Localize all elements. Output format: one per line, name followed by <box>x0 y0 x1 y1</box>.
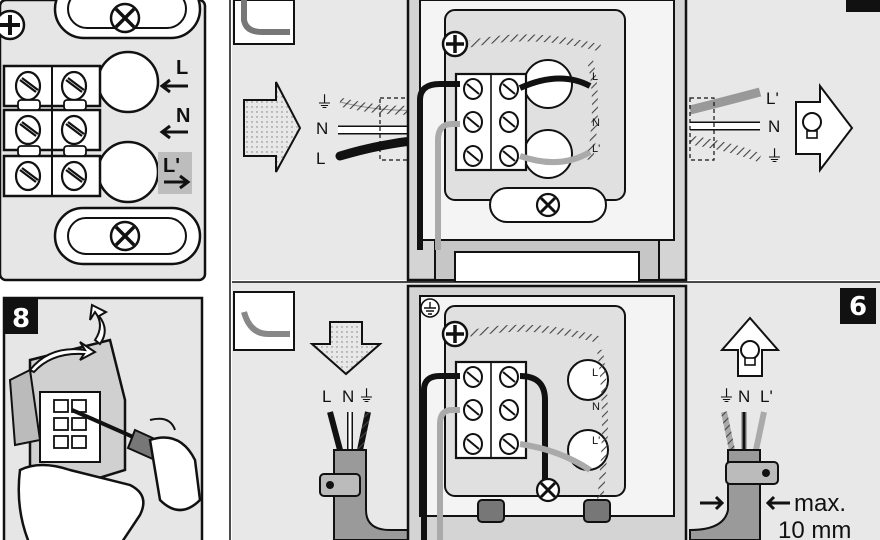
output-label-earth: ⏚ <box>718 387 735 406</box>
input-label-earth: ⏚ <box>358 387 375 406</box>
screw-icon <box>109 220 141 252</box>
step-6-panel: 6 L N ⏚ ⏚ N L' <box>232 281 880 540</box>
terminal-block <box>2 64 102 198</box>
max-value: 10 mm <box>778 517 851 540</box>
max-dimension-indicator: max. 10 mm <box>700 490 851 540</box>
terminal-label-l: L <box>176 57 188 79</box>
svg-text:6: 6 <box>849 292 867 322</box>
output-label-earth: ⏚ <box>766 147 783 166</box>
wire-label-n: N <box>592 117 600 129</box>
rotate-arrow-icon <box>28 341 97 374</box>
step-5-panel: 5 ⏚ N L L' N ⏚ <box>232 0 880 283</box>
screw-icon <box>535 192 561 218</box>
svg-text:8: 8 <box>12 304 30 334</box>
terminal-label-n: N <box>176 105 190 127</box>
lamp-icon <box>740 340 760 366</box>
earth-screw-icon <box>441 320 469 348</box>
rotate-arrow-icon <box>89 303 109 346</box>
input-arrow-icon <box>243 81 302 173</box>
left-terminal-panel: L N L' <box>0 0 207 282</box>
step-badge-5: 5 <box>846 0 880 12</box>
step-badge-8: 8 <box>4 298 38 334</box>
hand-icon <box>17 463 145 540</box>
terminal-block <box>454 360 528 460</box>
output-label-l-prime: L' <box>766 89 779 108</box>
terminal-arrow-l: L <box>159 57 188 94</box>
input-arrow-icon <box>309 321 383 376</box>
wire-label-l-prime: L' <box>592 143 600 155</box>
lamp-icon <box>802 112 822 139</box>
screw-icon <box>535 477 561 503</box>
terminal-block <box>454 72 528 172</box>
terminal-arrow-n: N <box>159 105 190 140</box>
input-label-earth: ⏚ <box>316 93 333 112</box>
earth-symbol-icon <box>420 298 440 318</box>
earth-screw-icon <box>441 30 469 58</box>
wire-label-l: L <box>592 71 598 83</box>
device-housing-bottom: L N L' <box>406 284 688 540</box>
terminal-label-l-prime: L' <box>163 155 180 177</box>
wire-label-n: N <box>592 401 600 413</box>
wire-label-l-prime: L' <box>592 435 600 447</box>
input-label-n: N <box>316 119 328 138</box>
step-8-panel: 8 <box>2 296 204 540</box>
input-label-n: N <box>342 387 354 406</box>
earth-screw-icon <box>0 9 26 41</box>
screw-icon <box>109 2 141 34</box>
max-label: max. <box>794 490 846 517</box>
output-label-l-prime: L' <box>760 387 773 406</box>
terminal-arrow-l-prime: L' <box>158 152 192 194</box>
wire-label-l: L <box>592 367 598 379</box>
output-label-n: N <box>768 117 780 136</box>
device-housing-top: L N L' <box>406 0 688 283</box>
output-label-n: N <box>738 387 750 406</box>
input-label-l: L <box>322 387 331 406</box>
output-lamp-arrow <box>719 316 781 377</box>
input-label-l: L <box>316 149 325 168</box>
step-badge-6: 6 <box>840 288 876 324</box>
output-lamp-arrow <box>795 83 854 173</box>
